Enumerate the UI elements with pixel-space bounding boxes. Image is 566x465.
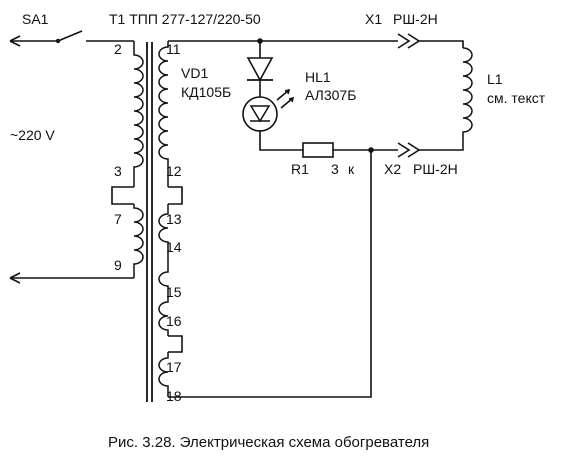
pin-label: 17 (166, 359, 182, 375)
primary-coil-upper (133, 41, 144, 187)
led-light-arrow-1 (276, 88, 291, 101)
secondary-coil-17-18 (158, 352, 169, 397)
load-l1 (419, 40, 473, 151)
connector-x1-type: РШ-2Н (393, 11, 438, 27)
led-ref: HL1 (305, 69, 331, 85)
led-light-arrow-2 (280, 96, 295, 109)
mains-arrow-top (9, 35, 21, 47)
led-type: АЛ307Б (305, 87, 356, 103)
transformer-primary (111, 41, 144, 278)
resistor-unit: к (348, 161, 355, 177)
diode-vd1 (246, 57, 274, 82)
pin-label: 15 (166, 284, 182, 300)
switch-blade (57, 30, 83, 42)
transformer-label: T1 ТПП 277-127/220-50 (109, 11, 261, 27)
led-hl1 (242, 88, 295, 132)
secondary-coil-14-15 (158, 256, 169, 298)
pin-label: 2 (114, 41, 122, 57)
output-wiring (168, 38, 398, 398)
diode-ref: VD1 (181, 65, 208, 81)
secondary-jumper-16-17 (168, 335, 183, 353)
secondary-jumper-12-13 (168, 186, 183, 205)
diode-type: КД105Б (181, 84, 231, 100)
connector-x2-symbol (397, 142, 421, 158)
pin-label: 18 (166, 388, 182, 404)
wire-led-to-resistor (259, 130, 303, 151)
pin-label: 3 (114, 163, 122, 179)
load-ref: L1 (487, 71, 503, 87)
pin-label: 9 (114, 257, 122, 273)
resistor-value: 3 (331, 161, 339, 177)
pin-label: 14 (166, 239, 182, 255)
primary-jumper-3-7 (111, 186, 134, 205)
switch-label: SA1 (22, 11, 49, 27)
mains-arrow-bottom (9, 272, 21, 284)
pin-label: 13 (166, 211, 182, 227)
transformer-secondary (158, 41, 183, 397)
resistor-r1 (302, 142, 334, 158)
secondary-coil-15-16 (158, 298, 169, 336)
figure-caption: Рис. 3.28. Электрическая схема обогреват… (108, 434, 429, 451)
pin-label: 16 (166, 313, 182, 329)
wire-return-to-pin18 (168, 150, 372, 398)
transformer-core (146, 42, 153, 402)
primary-coil-lower (133, 204, 144, 278)
pin-label: 11 (166, 41, 181, 57)
connector-x2-type: РШ-2Н (413, 161, 458, 177)
connector-x2-ref: X2 (384, 161, 401, 177)
pin-label: 7 (114, 211, 122, 227)
resistor-ref: R1 (291, 161, 309, 177)
secondary-coil-11-12 (158, 41, 169, 187)
pin-label: 12 (166, 163, 182, 179)
wire-x1-to-l1 (419, 40, 464, 48)
connector-x1-symbol (397, 33, 421, 49)
connector-x1-ref: X1 (365, 11, 382, 27)
secondary-coil-13-14 (158, 204, 169, 256)
load-coil (419, 47, 473, 151)
mains-label: ~220 V (10, 127, 55, 143)
mains-input (9, 30, 134, 284)
load-note: см. текст (487, 90, 546, 106)
